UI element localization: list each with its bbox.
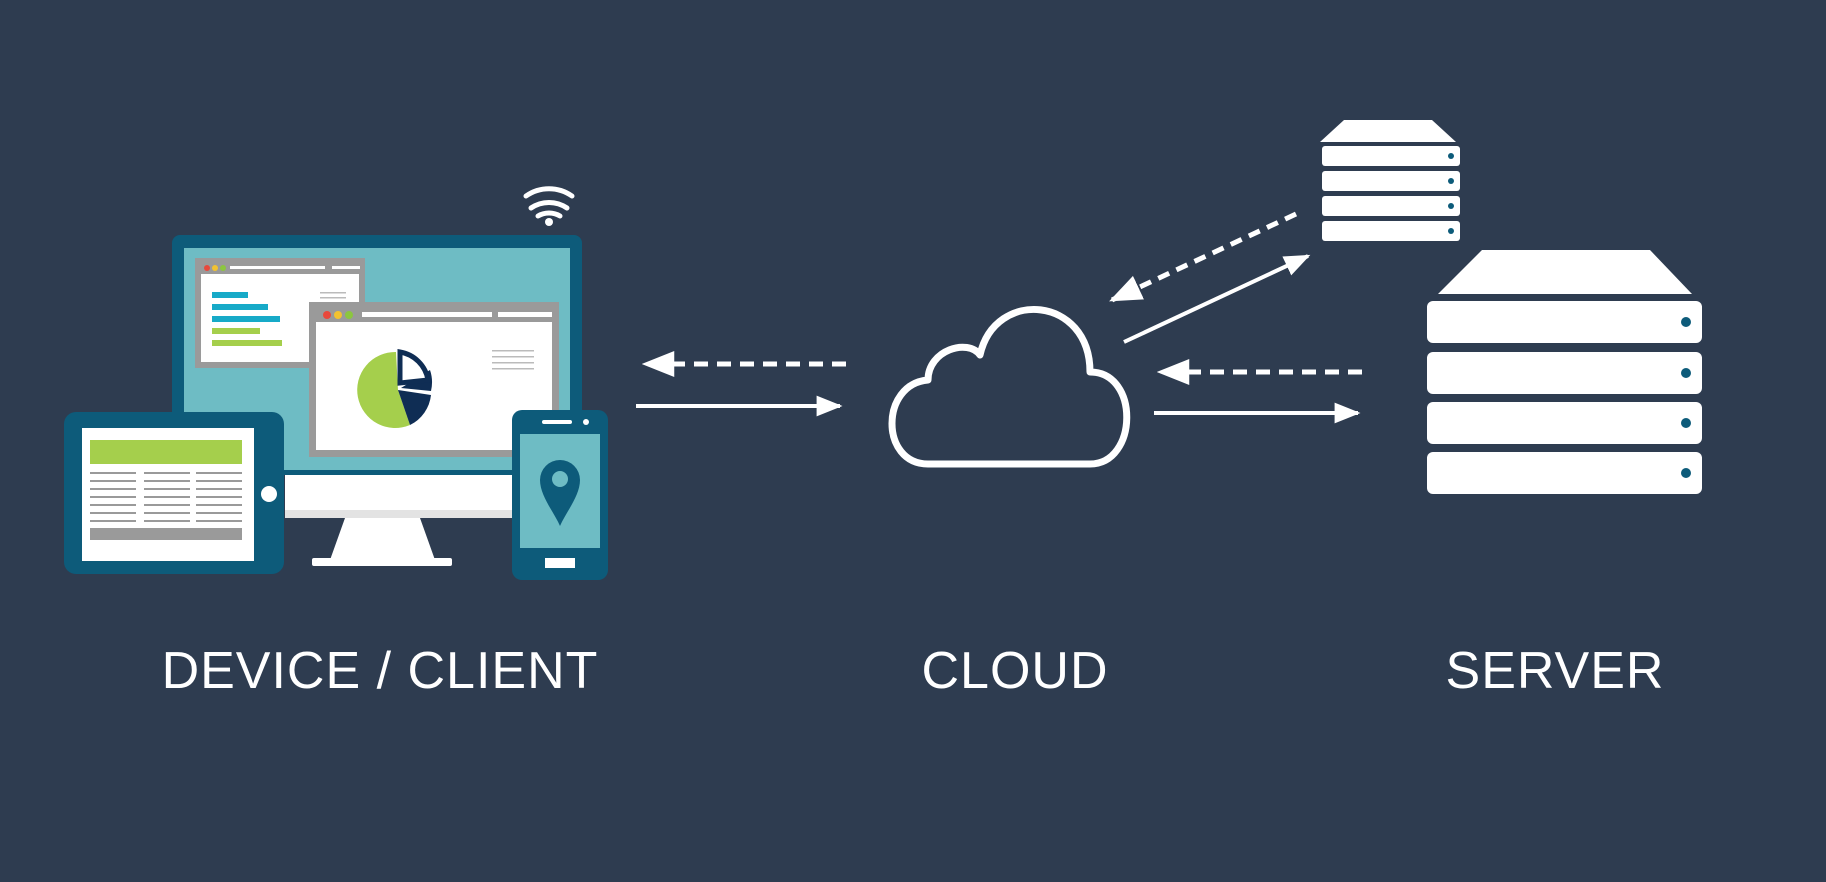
arrow-server-small-to-cloud [1109,211,1298,303]
device-client-label: DEVICE / CLIENT [161,642,599,700]
tablet [64,412,284,574]
server-large-icon [1427,250,1702,494]
server-label: SERVER [1445,642,1665,700]
server-small-icon [1320,120,1460,241]
monitor-stand [285,470,515,566]
location-pin-icon [540,460,580,526]
phone [512,410,608,580]
wifi-icon [523,186,575,226]
cloud-icon [888,306,1131,468]
arrow-cloud-to-server-small [1123,254,1311,344]
devices-icon [64,186,608,580]
cloud-label: CLOUD [921,642,1109,700]
